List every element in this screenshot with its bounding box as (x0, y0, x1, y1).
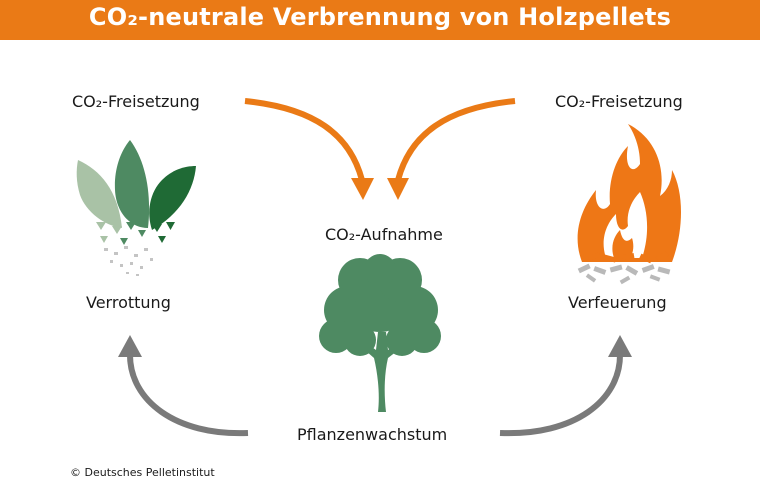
arrow-release-to-uptake-right (387, 98, 516, 200)
page-title: CO₂-neutrale Verbrennung von Holzpellets (88, 3, 672, 31)
label-release-left: CO₂-Freisetzung (72, 92, 200, 111)
arrow-release-to-uptake-left (244, 98, 374, 200)
flame-icon (577, 124, 681, 285)
label-combustion: Verfeuerung (568, 293, 667, 312)
arrow-growth-to-decay (118, 335, 249, 437)
label-uptake: CO₂-Aufnahme (325, 225, 443, 244)
label-decay: Verrottung (86, 293, 171, 312)
title-banner (0, 0, 760, 40)
label-release-right: CO₂-Freisetzung (555, 92, 683, 111)
arrow-growth-to-combustion (499, 335, 632, 437)
tree-icon (319, 254, 441, 412)
copyright-credit: © Deutsches Pelletinstitut (70, 466, 215, 479)
decaying-leaves-icon (76, 140, 196, 276)
label-growth: Pflanzenwachstum (297, 425, 448, 444)
